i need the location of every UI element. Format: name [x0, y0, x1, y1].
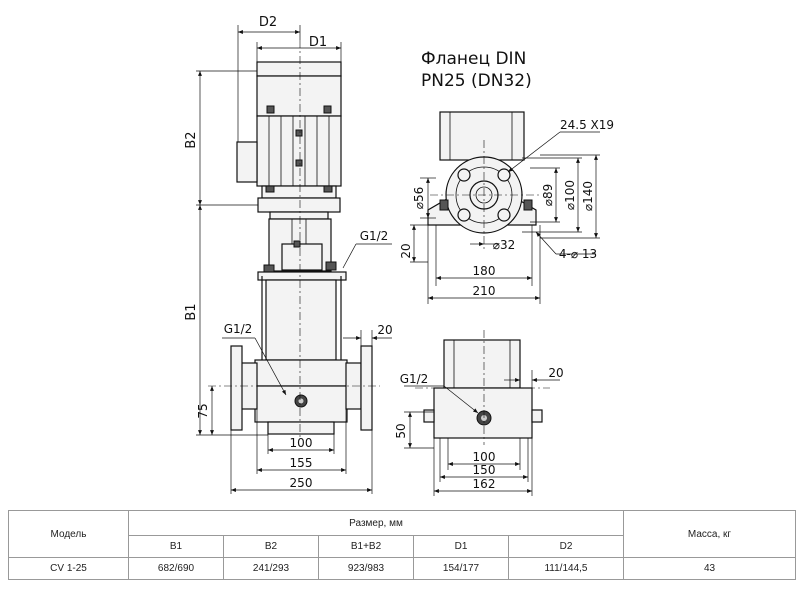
- header-size: Размер, мм: [128, 510, 624, 536]
- header-model: Модель: [8, 510, 129, 558]
- flange-upper-body: [439, 111, 525, 161]
- pump-base: [254, 359, 348, 387]
- label-dim-150: 150: [473, 463, 496, 477]
- label-dim-20-side: 20: [377, 323, 392, 337]
- label-d89: ⌀89: [541, 184, 555, 207]
- cell-b2: 241/293: [223, 557, 319, 580]
- label-dim-100-base: 100: [473, 450, 496, 464]
- front-view: [208, 40, 380, 440]
- lantern-window: [281, 243, 323, 271]
- flange-view: [427, 111, 540, 250]
- motor-bolt: [266, 105, 275, 114]
- motor-bolt: [323, 105, 332, 114]
- label-holes: 4-⌀ 13: [559, 247, 597, 261]
- label-d1: D1: [309, 35, 327, 50]
- label-dim-162: 162: [473, 477, 496, 491]
- motor-base: [257, 197, 341, 213]
- subheader-d2: D2: [508, 535, 624, 558]
- base-side-view: [415, 330, 550, 445]
- subheader-d1: D1: [413, 535, 509, 558]
- label-g12-drain: G1/2: [224, 322, 253, 336]
- subheader-b1-b2: B1+B2: [318, 535, 414, 558]
- label-dim-155: 155: [290, 456, 313, 470]
- vent-plug: [325, 261, 337, 271]
- specification-table: Модель Размер, мм Масса, кг B1 B2 B1+B2 …: [8, 510, 796, 580]
- label-d140: ⌀140: [581, 181, 595, 211]
- inlet-flange: [230, 345, 243, 431]
- label-dim-20-flange: 20: [399, 243, 413, 258]
- front-view-labels: D2 D1 B2 B1 G1/2 G1/2 20 75 100 155 250: [184, 15, 393, 490]
- upper-plate: [257, 271, 347, 281]
- label-d56: ⌀56: [412, 187, 426, 210]
- label-dim-75: 75: [196, 403, 210, 418]
- subheader-b1: B1: [128, 535, 224, 558]
- label-g12-base: G1/2: [400, 372, 429, 386]
- cell-b1: 682/690: [128, 557, 224, 580]
- label-g12-vent: G1/2: [360, 229, 389, 243]
- chamber-stack: [265, 279, 337, 361]
- header-mass: Масса, кг: [623, 510, 796, 558]
- flange-title-line1: Фланец DIN: [421, 49, 526, 69]
- label-dim-20-base: 20: [548, 366, 563, 380]
- label-bolt-spec: 24.5 X19: [560, 118, 614, 132]
- cell-model: CV 1-25: [8, 557, 129, 580]
- label-d2: D2: [259, 15, 277, 30]
- cell-b1-b2: 923/983: [318, 557, 414, 580]
- flange-dimensions: [410, 131, 600, 304]
- base-side-dimensions: [404, 370, 560, 496]
- front-view-dimensions: [196, 25, 392, 494]
- flange-labels: Фланец DIN PN25 (DN32) 24.5 X19 ⌀56 ⌀89 …: [399, 49, 614, 298]
- pump-technical-drawing: D2 D1 B2 B1 G1/2 G1/2 20 75 100 155 250: [184, 15, 614, 496]
- base-foot: [267, 421, 335, 435]
- cell-d2: 111/144,5: [508, 557, 624, 580]
- subheader-b2: B2: [223, 535, 319, 558]
- label-dim-250: 250: [290, 476, 313, 490]
- label-dim-210: 210: [473, 284, 496, 298]
- cell-mass: 43: [623, 557, 796, 580]
- label-b1: B1: [184, 303, 199, 320]
- label-d32: ⌀32: [493, 238, 516, 252]
- label-dim-180: 180: [473, 264, 496, 278]
- motor-body: [256, 115, 342, 187]
- terminal-box: [236, 141, 258, 183]
- flange-title-line2: PN25 (DN32): [421, 71, 532, 91]
- cell-d1: 154/177: [413, 557, 509, 580]
- base-upper-body: [443, 339, 521, 389]
- outlet-flange: [360, 345, 373, 431]
- label-dim-50: 50: [394, 423, 408, 438]
- label-dim-100: 100: [290, 436, 313, 450]
- table-row: CV 1-25 682/690 241/293 923/983 154/177 …: [8, 557, 796, 580]
- label-d100: ⌀100: [563, 180, 577, 210]
- motor-top-cap: [256, 61, 342, 77]
- base-side-labels: G1/2 20 50 100 150 162: [394, 366, 564, 491]
- label-b2: B2: [184, 131, 199, 148]
